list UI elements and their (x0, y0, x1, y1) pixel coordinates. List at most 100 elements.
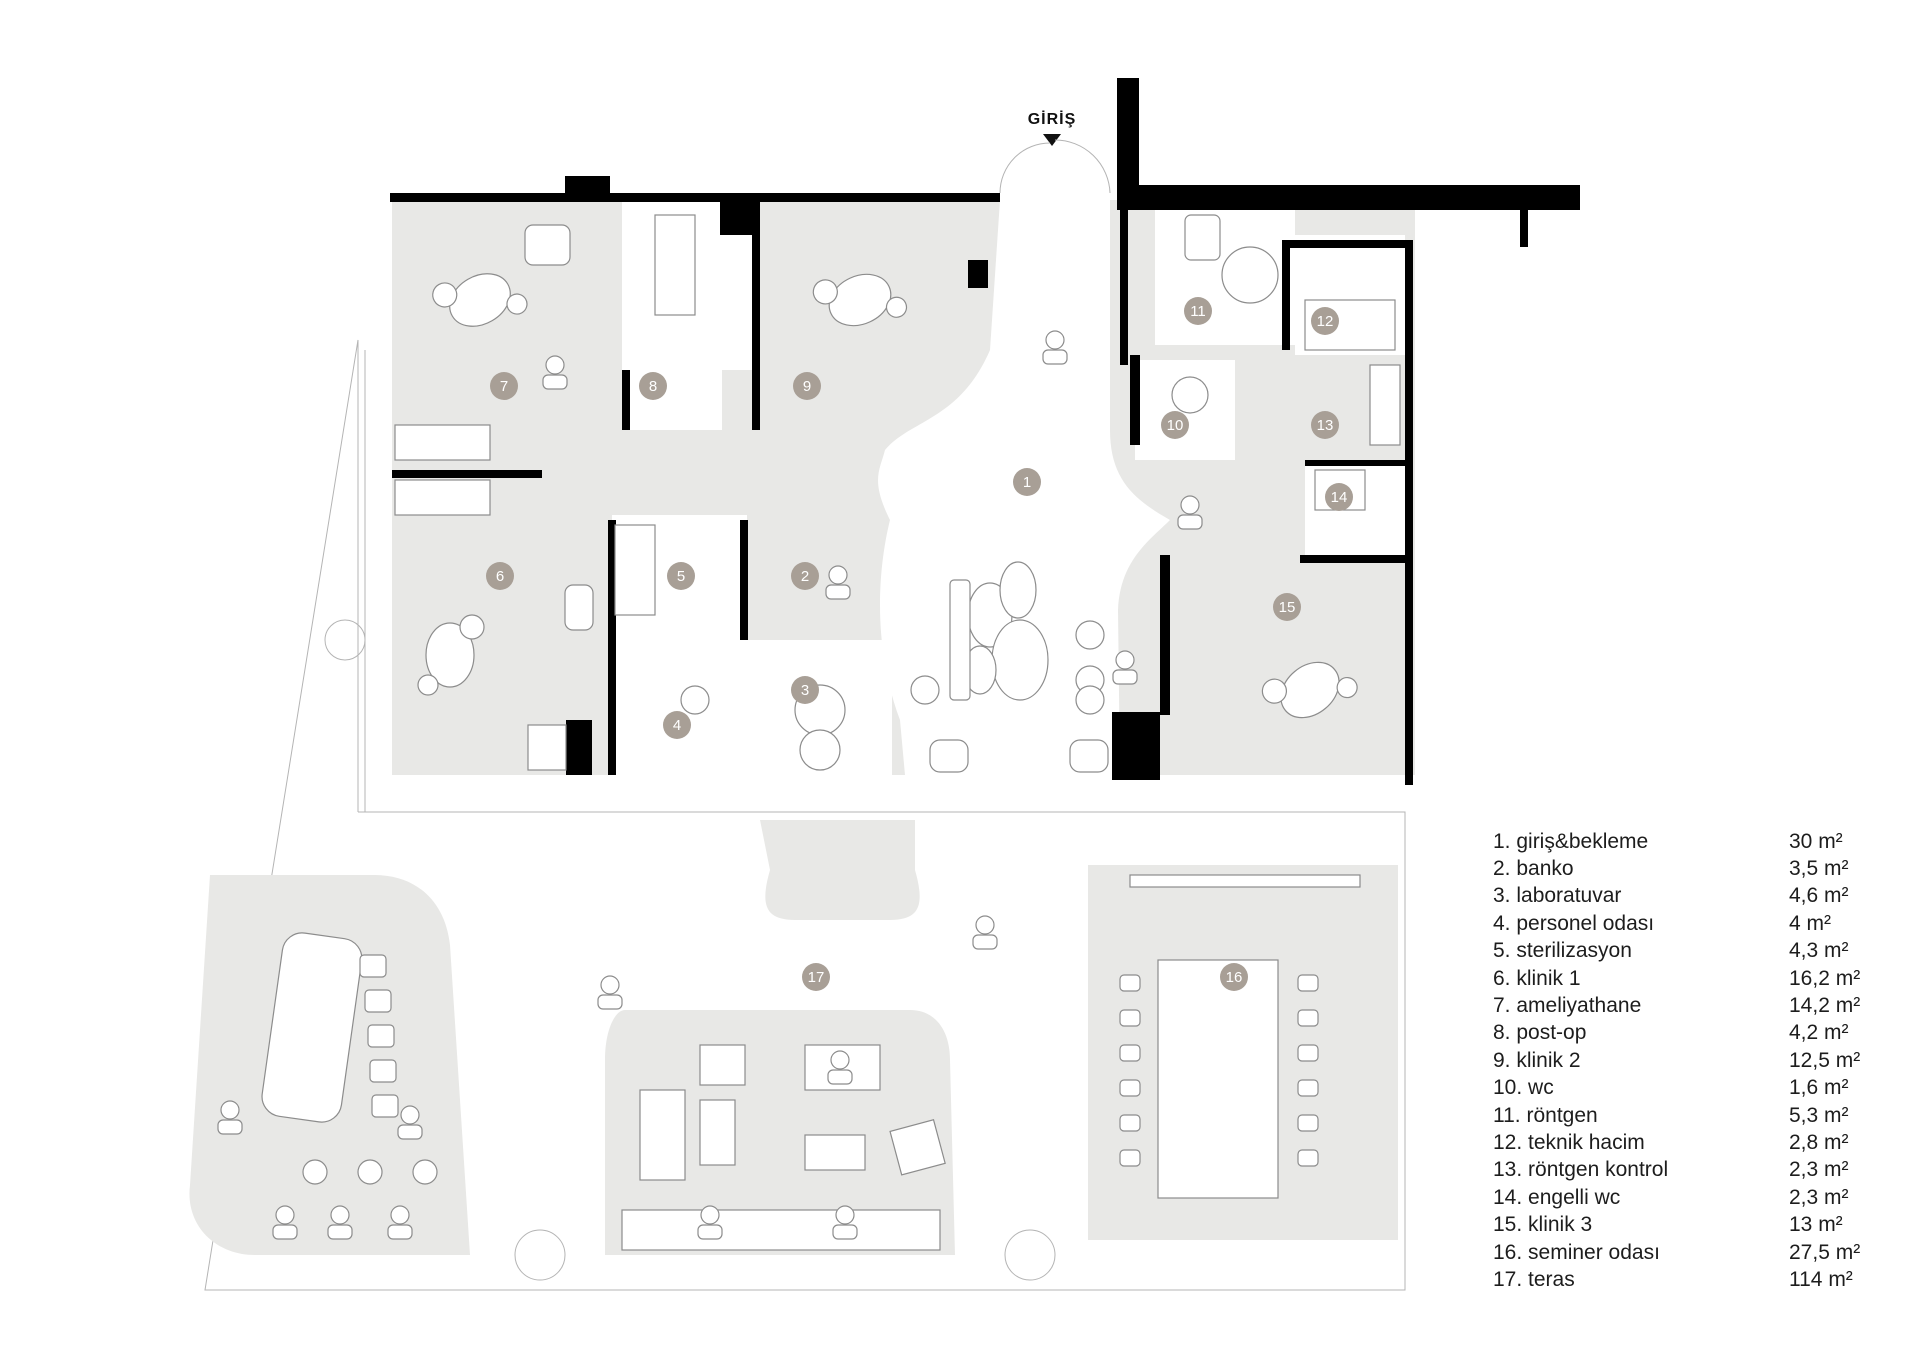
room-badge-5: 5 (667, 562, 695, 590)
svg-text:2: 2 (801, 568, 809, 585)
room-badges: 1 2 3 4 5 6 7 8 9 10 11 12 13 14 15 16 1… (486, 297, 1353, 991)
svg-text:4: 4 (673, 717, 681, 734)
legend-room-name: 4. personel odası (1493, 911, 1655, 935)
legend-room-name: 14. engelli wc (1493, 1185, 1621, 1209)
legend-room-area: 1,6 m² (1789, 1076, 1849, 1100)
room-badge-10: 10 (1161, 411, 1189, 439)
room-badge-2: 2 (791, 562, 819, 590)
plant-icon (514, 1229, 566, 1281)
legend-row: 5. sterilizasyon 4,3 m² (1493, 938, 1873, 965)
legend-room-area: 2,3 m² (1789, 1185, 1849, 1209)
svg-text:3: 3 (801, 682, 809, 699)
room-badge-8: 8 (639, 372, 667, 400)
person-figure-icon (272, 1205, 298, 1240)
legend-room-name: 3. laboratuvar (1493, 884, 1622, 908)
svg-text:9: 9 (803, 378, 811, 395)
svg-text:14: 14 (1331, 489, 1348, 506)
svg-text:7: 7 (500, 378, 508, 395)
room-badge-11: 11 (1184, 297, 1212, 325)
legend-row: 10. wc 1,6 m² (1493, 1075, 1873, 1102)
entrance: GİRİŞ (999, 110, 1111, 194)
legend-room-name: 11. röntgen (1493, 1103, 1598, 1127)
legend-room-area: 2,3 m² (1789, 1158, 1849, 1182)
svg-text:17: 17 (808, 969, 825, 986)
entrance-label: GİRİŞ (1028, 110, 1077, 128)
legend-row: 14. engelli wc 2,3 m² (1493, 1184, 1873, 1211)
room-badge-3: 3 (791, 676, 819, 704)
legend-row: 9. klinik 2 12,5 m² (1493, 1047, 1873, 1074)
legend-room-area: 12,5 m² (1789, 1048, 1861, 1072)
legend-room-name: 5. sterilizasyon (1493, 939, 1632, 963)
room-badge-1: 1 (1013, 468, 1041, 496)
person-figure-icon (387, 1205, 413, 1240)
legend-room-area: 4,2 m² (1789, 1021, 1849, 1045)
legend-room-area: 13 m² (1789, 1213, 1843, 1237)
person-figure-icon (972, 915, 998, 950)
room-badge-4: 4 (663, 711, 691, 739)
person-figure-icon (1042, 330, 1068, 365)
person-figure-icon (542, 355, 568, 390)
person-figure-icon (397, 1105, 423, 1140)
legend-room-area: 27,5 m² (1789, 1240, 1861, 1264)
legend-room-area: 114 m² (1789, 1267, 1853, 1291)
room-badge-6: 6 (486, 562, 514, 590)
plants (324, 619, 1056, 1281)
legend-room-name: 7. ameliyathane (1493, 994, 1642, 1018)
legend-room-name: 17. teras (1493, 1267, 1575, 1291)
room-badge-13: 13 (1311, 411, 1339, 439)
furniture (394, 214, 1401, 773)
room-badge-7: 7 (490, 372, 518, 400)
svg-text:16: 16 (1226, 969, 1243, 986)
legend-row: 16. seminer odası 27,5 m² (1493, 1239, 1873, 1266)
walls (390, 78, 1580, 785)
people (217, 330, 1203, 1240)
svg-text:5: 5 (677, 568, 685, 585)
legend-room-name: 16. seminer odası (1493, 1240, 1660, 1264)
svg-text:12: 12 (1317, 313, 1334, 330)
legend-row: 17. teras 114 m² (1493, 1266, 1873, 1293)
dental-chair-icon (417, 614, 485, 696)
person-figure-icon (825, 565, 851, 600)
svg-text:1: 1 (1023, 474, 1031, 491)
legend-room-name: 10. wc (1493, 1076, 1554, 1100)
person-figure-icon (827, 1050, 853, 1085)
room-badge-9: 9 (793, 372, 821, 400)
down-triangle-icon (1043, 134, 1061, 146)
legend-room-name: 1. giriş&bekleme (1493, 829, 1649, 853)
room-badge-14: 14 (1325, 483, 1353, 511)
person-figure-icon (1112, 650, 1138, 685)
terrace-furniture (261, 874, 1361, 1251)
legend-room-area: 4,6 m² (1789, 884, 1849, 908)
legend-room-area: 16,2 m² (1789, 966, 1861, 990)
plant-icon (324, 619, 366, 661)
svg-text:11: 11 (1190, 303, 1206, 320)
person-figure-icon (327, 1205, 353, 1240)
plant-icon (1004, 1229, 1056, 1281)
legend-room-name: 2. banko (1493, 857, 1574, 881)
person-figure-icon (217, 1100, 243, 1135)
person-figure-icon (1177, 495, 1203, 530)
dental-chair-icon (432, 273, 528, 327)
legend-room-name: 9. klinik 2 (1493, 1048, 1581, 1072)
svg-text:13: 13 (1317, 417, 1334, 434)
room-badge-15: 15 (1273, 593, 1301, 621)
svg-text:15: 15 (1279, 599, 1296, 616)
room-badge-12: 12 (1311, 307, 1339, 335)
svg-text:6: 6 (496, 568, 504, 585)
legend-room-area: 4,3 m² (1789, 939, 1849, 963)
legend-room-name: 8. post-op (1493, 1021, 1587, 1045)
dental-chair-icon (1261, 661, 1358, 719)
room-badge-17: 17 (802, 963, 830, 991)
person-figure-icon (832, 1205, 858, 1240)
legend-room-name: 12. teknik hacim (1493, 1130, 1645, 1154)
